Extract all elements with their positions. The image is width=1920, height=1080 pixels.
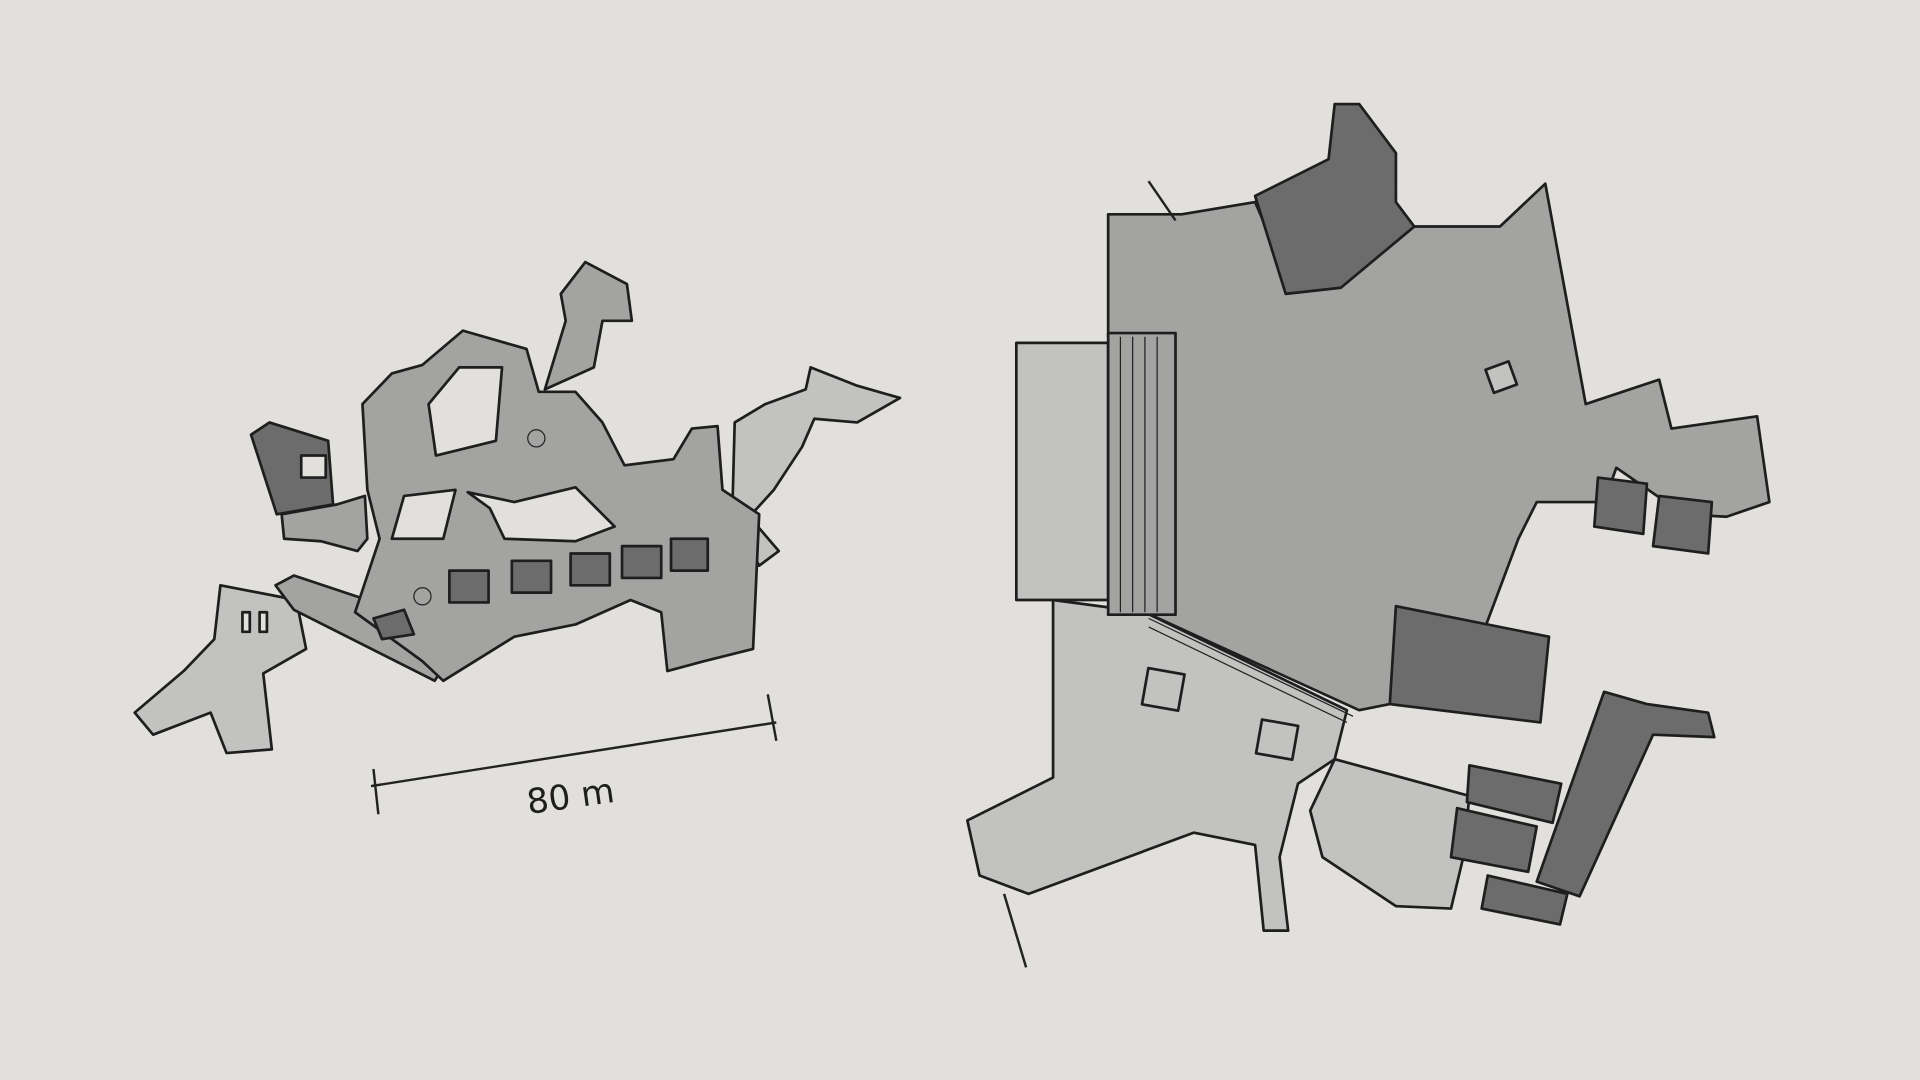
scale-bar-label: 80 m bbox=[524, 771, 617, 823]
hall-bay bbox=[669, 537, 710, 572]
hall-bay bbox=[569, 552, 612, 587]
west-link bbox=[280, 494, 369, 553]
small-room bbox=[1465, 763, 1563, 825]
stair-lines bbox=[1119, 336, 1354, 724]
room-void bbox=[299, 454, 328, 479]
l-shaped-wing bbox=[1535, 690, 1716, 898]
courtyard-3 bbox=[390, 488, 457, 541]
window bbox=[241, 610, 252, 634]
north-tower bbox=[1253, 102, 1416, 296]
left-floor-plan bbox=[133, 260, 902, 755]
small-room bbox=[1480, 874, 1569, 926]
hall-bay bbox=[372, 608, 416, 641]
window bbox=[258, 610, 269, 634]
west-room bbox=[249, 421, 335, 516]
hall-bay bbox=[510, 559, 553, 595]
east-room-2 bbox=[1651, 494, 1714, 555]
right-floor-plan bbox=[966, 102, 1771, 968]
stage bbox=[1014, 341, 1110, 602]
pillar bbox=[1484, 360, 1519, 395]
southwest-wing bbox=[133, 583, 308, 755]
courtyard-2 bbox=[466, 486, 617, 543]
south-east-annex bbox=[1308, 757, 1471, 910]
courtyard-1 bbox=[427, 366, 504, 457]
small-room bbox=[1449, 806, 1539, 874]
grand-stairs bbox=[1106, 331, 1177, 617]
north-tower bbox=[543, 260, 634, 391]
column-marker-icon bbox=[413, 587, 432, 606]
south-plaza bbox=[966, 598, 1349, 932]
pillar bbox=[1140, 666, 1186, 713]
east-wing bbox=[730, 366, 902, 568]
pillar bbox=[1254, 718, 1300, 762]
south-east-block bbox=[1388, 604, 1551, 724]
scale-bar: 80 m bbox=[370, 694, 778, 823]
east-room-1 bbox=[1592, 476, 1649, 536]
hall-bay bbox=[448, 569, 490, 604]
column-marker-icon bbox=[527, 429, 546, 448]
hall-bay bbox=[620, 544, 663, 580]
